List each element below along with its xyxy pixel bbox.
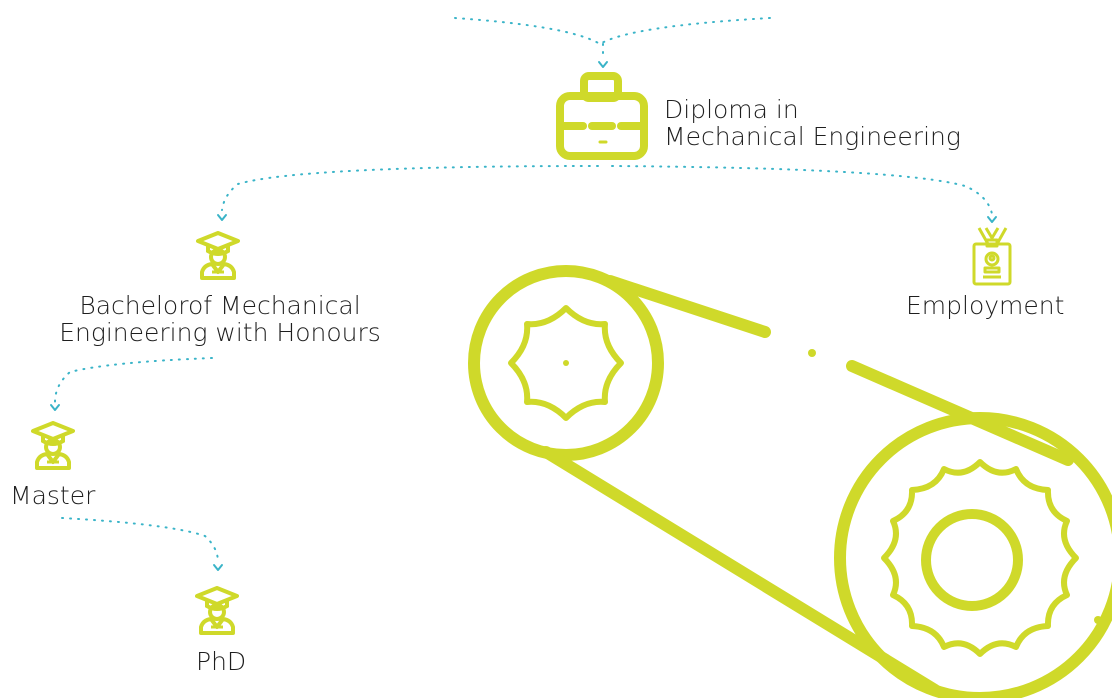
connector-master-phd	[61, 517, 219, 563]
graduate-icon-bachelor	[196, 231, 240, 280]
graduate-icon-master	[31, 421, 75, 470]
connector-bachelor-master	[54, 357, 213, 403]
briefcase-icon	[556, 72, 648, 160]
phd-label: PhD	[196, 647, 247, 676]
belt-top	[604, 275, 771, 338]
diploma-label-line2: Mechanical Engineering	[664, 122, 961, 151]
connector-diploma-bachelor	[221, 165, 599, 211]
graduate-icon-phd	[195, 586, 239, 635]
connector-top	[454, 17, 771, 46]
arrow-down-icon	[598, 61, 608, 68]
belt-top-lower	[846, 360, 1074, 466]
gears-belt-icon	[468, 265, 1112, 698]
connector-diploma-employment	[611, 165, 993, 215]
large-gear	[881, 459, 1079, 657]
arrow-down-icon	[217, 214, 227, 221]
connectors	[54, 17, 993, 563]
id-badge-icon	[972, 227, 1012, 286]
diploma-label: Diploma in Mechanical Engineering	[664, 96, 961, 150]
bachelor-label-line2: Engineering with Honours	[59, 318, 381, 347]
master-label: Master	[10, 481, 96, 510]
diploma-label-line1: Diploma in	[664, 95, 799, 124]
arrow-down-icon	[50, 404, 60, 411]
bachelor-label: Bachelorof Mechanical Engineering with H…	[40, 292, 400, 346]
employment-label: Employment	[906, 291, 1065, 320]
bachelor-label-line1: Bachelorof Mechanical	[79, 291, 361, 320]
small-pulley	[468, 265, 664, 461]
connector-arrows	[50, 61, 997, 571]
arrow-down-icon	[987, 216, 997, 223]
arrow-down-icon	[213, 564, 223, 571]
small-gear	[508, 305, 624, 421]
large-gear-hub	[921, 509, 1023, 611]
large-pulley	[834, 412, 1112, 698]
